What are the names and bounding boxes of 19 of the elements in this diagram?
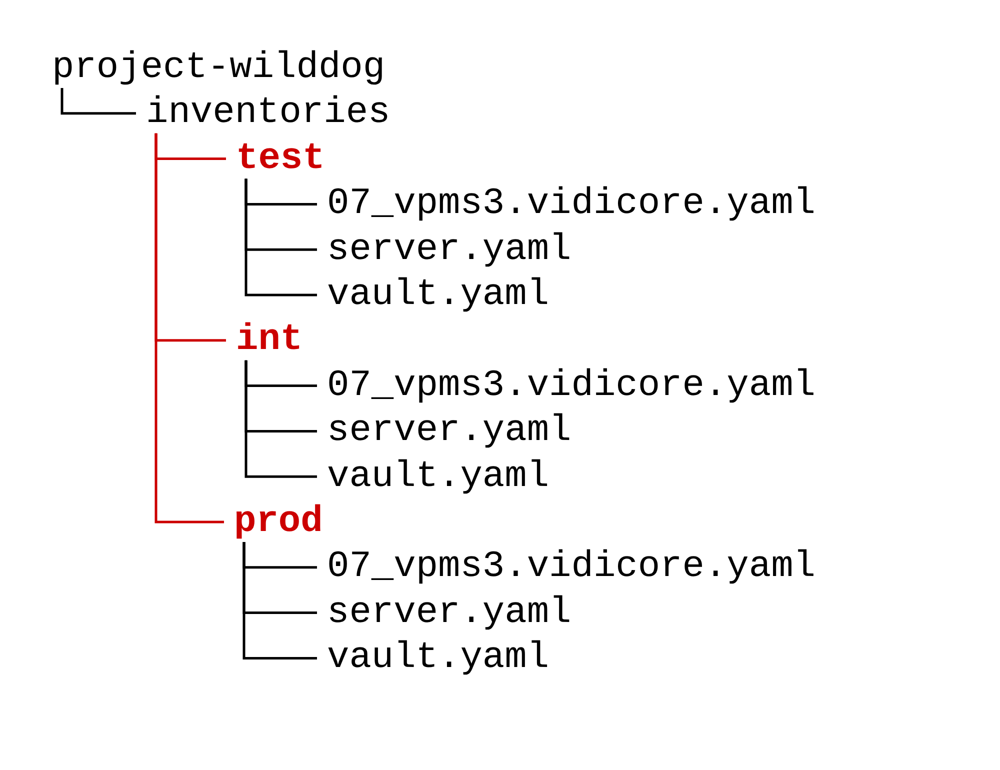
file-name: server.yaml	[327, 411, 572, 452]
folder-name: test	[236, 138, 325, 179]
file-name: server.yaml	[327, 592, 572, 633]
tree-connector-line	[244, 178, 317, 296]
file-name: server.yaml	[327, 230, 572, 270]
tree-connector-line	[242, 542, 317, 660]
folder-name: int	[236, 320, 303, 360]
file-name: vault.yaml	[327, 456, 550, 497]
tree-connector-line	[60, 88, 136, 115]
folder-name: inventories	[146, 93, 390, 134]
file-name: vault.yaml	[327, 638, 550, 678]
file-name: vault.yaml	[327, 275, 550, 315]
file-name: 07_vpms3.vidicore.yaml	[327, 184, 816, 224]
file-name: 07_vpms3.vidicore.yaml	[327, 366, 816, 406]
tree-connector-line	[244, 360, 317, 478]
folder-name: prod	[234, 502, 323, 542]
tree-connector-line	[154, 133, 224, 524]
file-name: 07_vpms3.vidicore.yaml	[327, 547, 816, 588]
folder-name: project-wilddog	[52, 48, 386, 88]
